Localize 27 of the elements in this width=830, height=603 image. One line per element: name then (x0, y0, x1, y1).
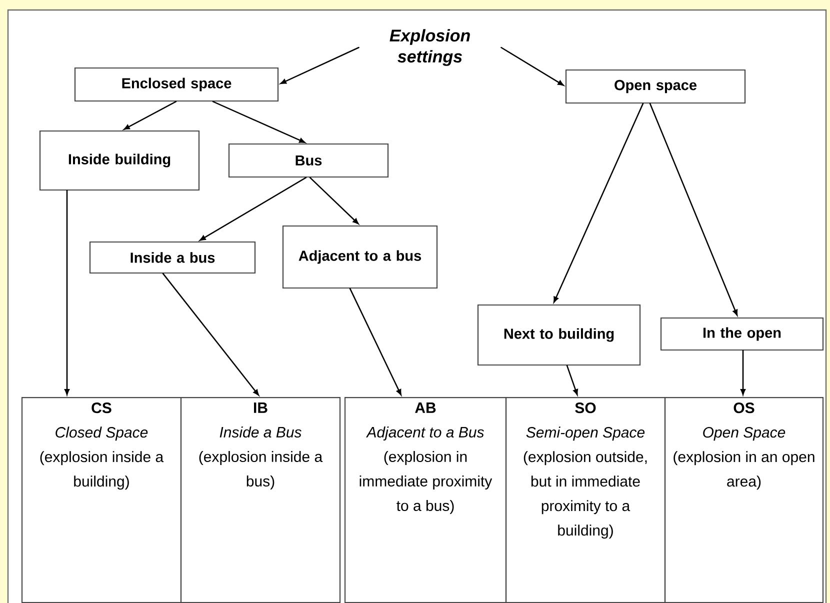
arrow (212, 100, 306, 144)
arrow (553, 102, 644, 303)
arrow (162, 272, 259, 396)
table-cell: AB Adjacent to a Bus (explosion in immediate proximity to a bus) (344, 397, 507, 603)
table-cell: OS Open Space (explosion in an open area) (664, 397, 824, 603)
category-box: In the open (660, 317, 824, 351)
table-cell: SO Semi-open Space (explosion outside, but in immediate proximity to a building) (505, 397, 666, 603)
category-box: Adjacent to a bus (282, 225, 438, 289)
arrow (280, 46, 360, 84)
category-box: Inside building (39, 130, 200, 191)
category-box: Bus (228, 143, 389, 178)
arrow (64, 190, 70, 395)
category-box: Inside a bus (89, 241, 256, 274)
arrow (200, 176, 307, 241)
arrow (740, 350, 746, 395)
category-box: Enclosed space (74, 67, 279, 102)
category-box: Next to building (477, 304, 641, 366)
title-text: Explosion settings (390, 29, 470, 66)
table-cell: IB Inside a Bus (explosion inside a bus) (180, 397, 341, 603)
arrow (566, 364, 578, 396)
arrow (500, 46, 564, 86)
arrow (124, 100, 177, 130)
arrow (649, 102, 738, 316)
table-cell: CS Closed Space (explosion inside a building) (21, 397, 182, 603)
arrow (309, 176, 359, 224)
arrow (349, 288, 402, 396)
category-box: Open space (565, 69, 746, 104)
